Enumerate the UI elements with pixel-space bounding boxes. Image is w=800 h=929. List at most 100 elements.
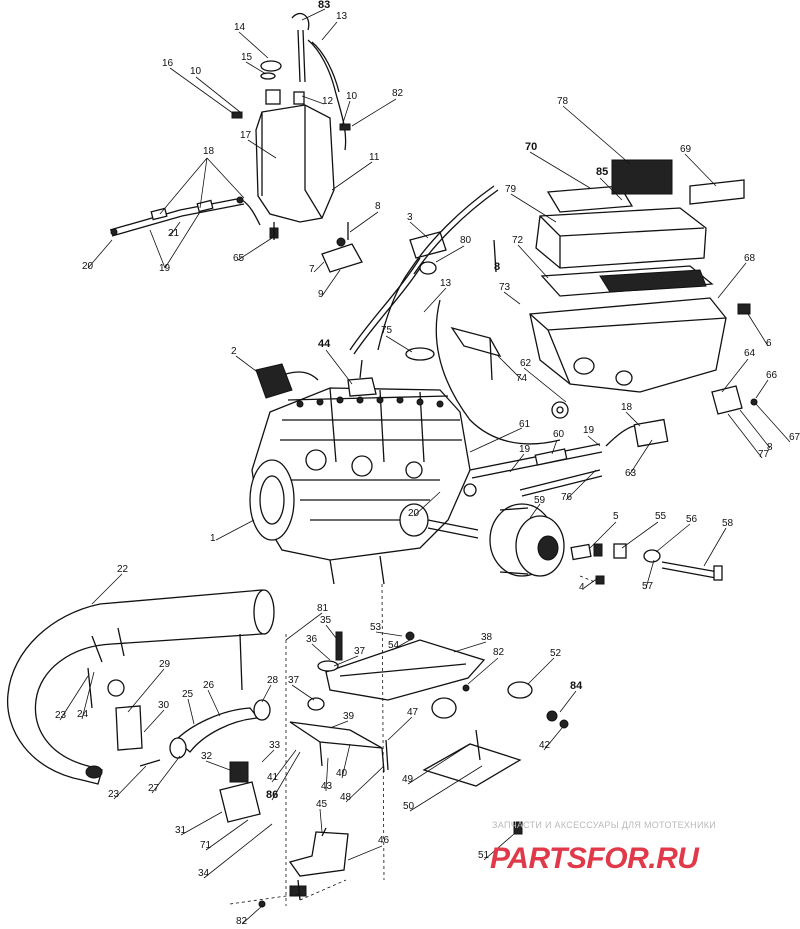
watermark-tagline: ЗАПЧАСТИ И АКСЕССУАРЫ ДЛЯ МОТОТЕХНИКИ xyxy=(492,820,716,830)
cables xyxy=(349,185,561,445)
part-label-65: 65 xyxy=(233,253,245,264)
ignition-coil xyxy=(255,363,319,399)
part-label-62: 62 xyxy=(520,358,532,369)
part-label-11: 11 xyxy=(369,152,380,163)
part-label-30: 30 xyxy=(158,700,170,711)
part-label-53: 53 xyxy=(370,622,382,633)
part-label-7: 7 xyxy=(309,264,315,275)
part-label-1: 1 xyxy=(210,533,216,544)
part-label-18: 18 xyxy=(621,402,633,413)
part-label-9: 9 xyxy=(318,289,324,300)
part-label-86: 86 xyxy=(266,789,278,801)
part-label-2: 2 xyxy=(231,346,237,357)
part-label-23: 23 xyxy=(55,710,67,721)
assembly-dashed-lines xyxy=(229,575,601,906)
part-label-49: 49 xyxy=(402,774,414,785)
part-label-64: 64 xyxy=(744,348,756,359)
part-label-8: 8 xyxy=(494,261,500,273)
carb-bracket xyxy=(405,326,502,381)
part-label-31: 31 xyxy=(175,825,187,836)
part-label-85: 85 xyxy=(596,166,608,178)
part-label-10: 10 xyxy=(190,66,202,77)
part-label-34: 34 xyxy=(198,868,210,879)
part-label-23: 23 xyxy=(108,789,120,800)
part-label-8: 8 xyxy=(767,442,773,453)
lower-mounts xyxy=(289,681,569,835)
part-label-83: 83 xyxy=(318,0,330,11)
bracket-7 xyxy=(321,222,363,273)
part-label-32: 32 xyxy=(201,751,213,762)
part-label-35: 35 xyxy=(320,615,332,626)
airbox-assembly xyxy=(529,159,758,415)
part-label-70: 70 xyxy=(525,141,537,153)
part-label-44: 44 xyxy=(318,338,331,350)
part-label-58: 58 xyxy=(722,518,734,529)
part-label-68: 68 xyxy=(744,253,756,264)
part-label-75: 75 xyxy=(381,325,393,336)
part-label-3: 3 xyxy=(407,212,413,223)
part-label-18: 18 xyxy=(203,146,215,157)
part-label-19: 19 xyxy=(159,263,171,274)
part-label-71: 71 xyxy=(200,840,212,851)
part-label-19: 19 xyxy=(519,444,531,455)
part-label-63: 63 xyxy=(625,468,637,479)
part-label-82: 82 xyxy=(493,647,505,658)
part-label-6: 6 xyxy=(766,338,772,349)
part-label-52: 52 xyxy=(550,648,562,659)
part-label-28: 28 xyxy=(267,675,279,686)
part-label-37: 37 xyxy=(354,646,366,657)
part-label-80: 80 xyxy=(460,235,472,246)
part-label-19: 19 xyxy=(583,425,595,436)
part-label-81: 81 xyxy=(317,603,329,614)
part-label-82: 82 xyxy=(236,916,248,927)
leader-lines xyxy=(59,8,791,925)
part-label-20: 20 xyxy=(408,508,420,519)
watermark: ЗАПЧАСТИ И АКСЕССУАРЫ ДЛЯ МОТОТЕХНИКИ PA… xyxy=(490,820,716,875)
part-label-12: 12 xyxy=(322,96,334,107)
watermark-brand: PARTSFOR.RU xyxy=(490,842,700,875)
drive-clutch xyxy=(489,401,569,577)
part-label-8: 8 xyxy=(375,201,381,212)
part-label-67: 67 xyxy=(789,432,800,443)
part-label-55: 55 xyxy=(655,511,667,522)
part-label-73: 73 xyxy=(499,282,511,293)
part-label-47: 47 xyxy=(407,707,419,718)
part-label-38: 38 xyxy=(481,632,493,643)
part-label-78: 78 xyxy=(557,96,569,107)
part-label-79: 79 xyxy=(505,184,517,195)
part-label-21: 21 xyxy=(168,228,180,239)
part-label-43: 43 xyxy=(321,781,333,792)
part-label-20: 20 xyxy=(82,261,94,272)
part-label-36: 36 xyxy=(306,634,318,645)
part-label-16: 16 xyxy=(162,58,174,69)
part-label-26: 26 xyxy=(203,680,215,691)
exhaust-pipe xyxy=(6,589,275,785)
part-label-41: 41 xyxy=(267,772,279,783)
part-label-82: 82 xyxy=(392,88,404,99)
part-label-57: 57 xyxy=(642,581,654,592)
part-label-48: 48 xyxy=(340,792,352,803)
part-label-15: 15 xyxy=(241,52,253,63)
part-label-84: 84 xyxy=(570,680,583,692)
part-label-25: 25 xyxy=(182,689,194,700)
oil-tank-assembly xyxy=(231,13,351,240)
part-label-10: 10 xyxy=(346,91,358,102)
part-label-60: 60 xyxy=(553,429,565,440)
part-label-69: 69 xyxy=(680,144,692,155)
part-label-13: 13 xyxy=(336,11,348,22)
part-label-24: 24 xyxy=(77,709,89,720)
part-label-27: 27 xyxy=(148,783,160,794)
engine-block xyxy=(249,359,479,585)
part-label-66: 66 xyxy=(766,370,778,381)
clutch-bolt-stack xyxy=(570,543,723,585)
part-label-39: 39 xyxy=(343,711,355,722)
part-label-59: 59 xyxy=(534,495,546,506)
oil-pump-lines xyxy=(463,418,669,497)
part-label-14: 14 xyxy=(234,22,246,33)
part-label-22: 22 xyxy=(117,564,129,575)
part-label-77: 77 xyxy=(758,449,770,460)
part-label-17: 17 xyxy=(240,130,252,141)
